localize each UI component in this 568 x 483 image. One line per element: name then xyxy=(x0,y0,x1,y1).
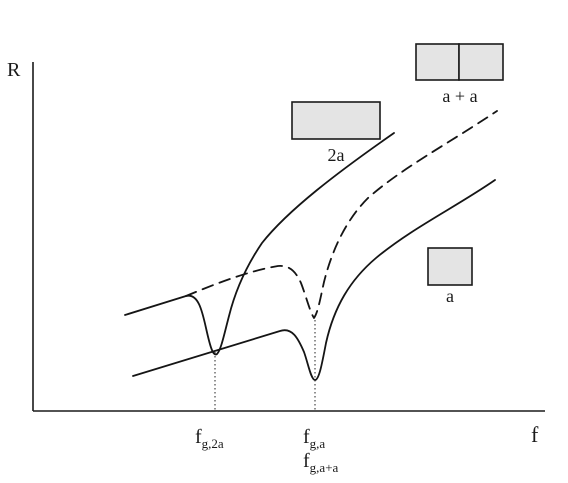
curve-a-plus-a xyxy=(185,110,498,319)
inset-box-a xyxy=(427,247,473,286)
curve-a xyxy=(132,179,496,381)
inset-label-a-plus-a: a + a xyxy=(442,86,477,106)
marker-f-g-2a: fg,2a xyxy=(195,426,224,451)
inset-label-2a: 2a xyxy=(328,145,345,165)
inset-box-a-plus-a-right xyxy=(458,43,504,81)
marker-f-g-a: fg,a xyxy=(303,426,325,451)
marker-f-g-a-plus-a: fg,a+a xyxy=(303,450,339,475)
x-axis-label: f xyxy=(531,422,539,447)
inset-box-a-plus-a-left xyxy=(415,43,460,81)
inset-box-2a xyxy=(291,101,381,140)
inset-label-a: a xyxy=(446,286,454,306)
y-axis-label: R xyxy=(7,59,21,81)
curve-2a xyxy=(124,132,395,356)
